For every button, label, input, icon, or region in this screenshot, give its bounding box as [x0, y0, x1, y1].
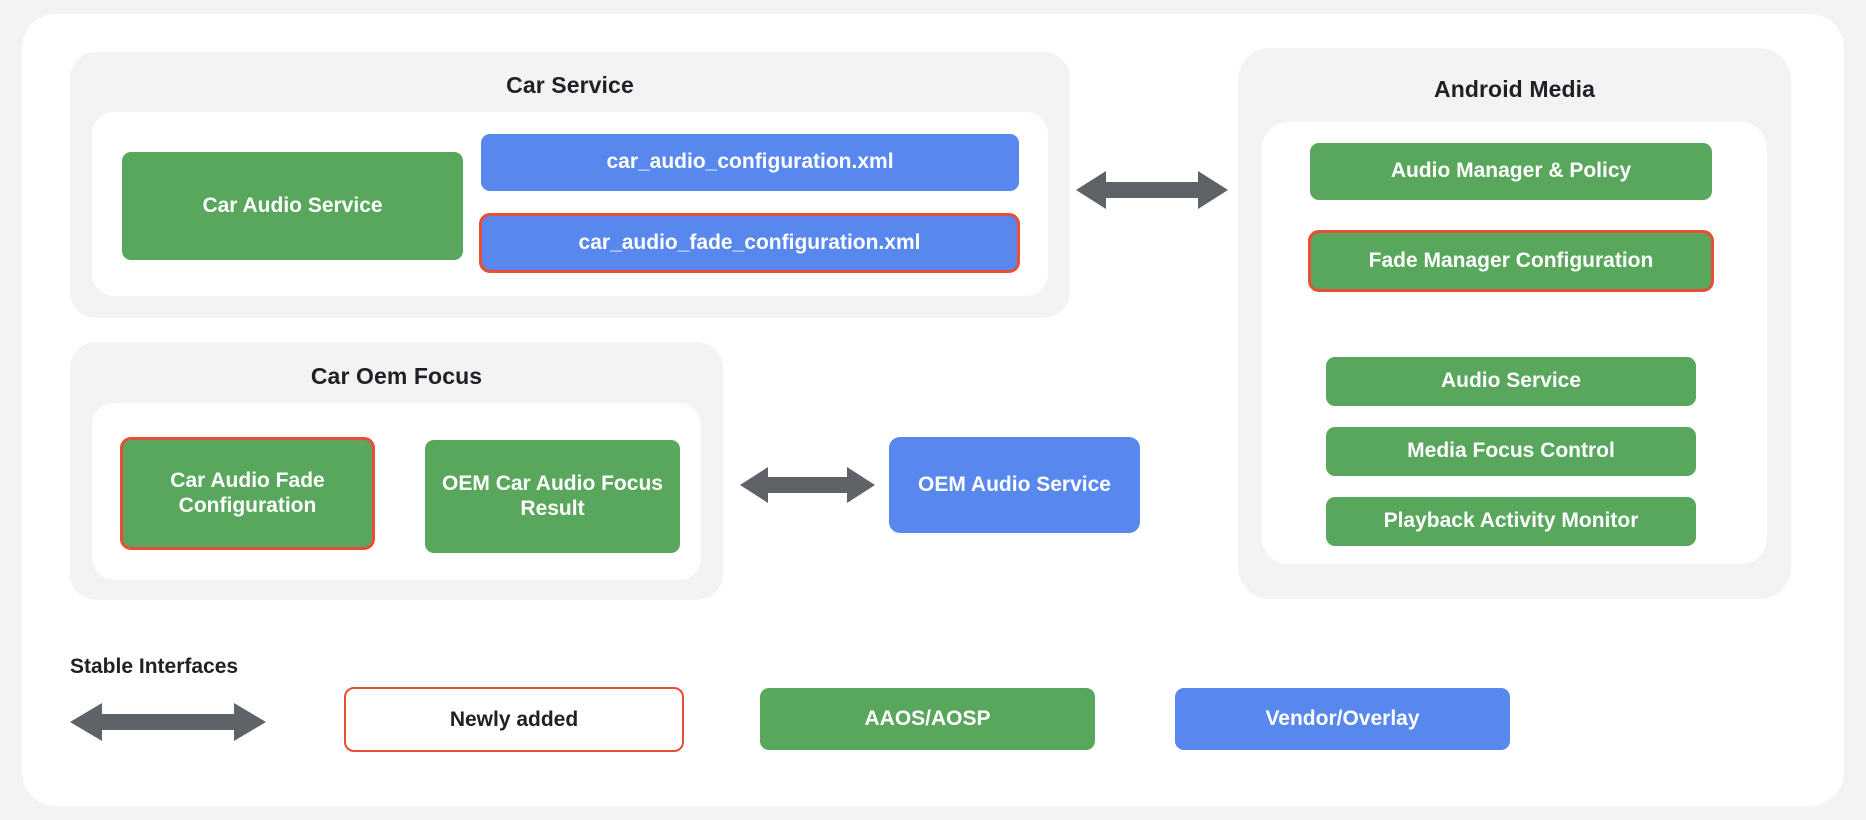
legend-item-newly-added[interactable]: Newly added: [344, 687, 684, 752]
legend-stable-interfaces-arrow-icon: [70, 700, 266, 744]
legend-item-aaos-aosp[interactable]: AAOS/AOSP: [760, 688, 1095, 750]
legend-item-vendor-overlay[interactable]: Vendor/Overlay: [1175, 688, 1510, 750]
node-car-audio-service[interactable]: Car Audio Service: [122, 152, 463, 260]
group-car-service-title: Car Service: [506, 72, 634, 98]
group-car-oem-focus-title: Car Oem Focus: [310, 363, 483, 389]
node-car-audio-configuration-xml[interactable]: car_audio_configuration.xml: [481, 134, 1019, 191]
node-playback-activity-monitor[interactable]: Playback Activity Monitor: [1326, 497, 1696, 546]
node-audio-service[interactable]: Audio Service: [1326, 357, 1696, 406]
node-fade-manager-configuration[interactable]: Fade Manager Configuration: [1308, 230, 1714, 292]
node-car-audio-fade-configuration-xml[interactable]: car_audio_fade_configuration.xml: [479, 213, 1020, 273]
node-oem-car-audio-focus-result[interactable]: OEM Car Audio Focus Result: [425, 440, 680, 553]
connector-car-service-to-android-media: [1076, 168, 1228, 212]
node-oem-audio-service[interactable]: OEM Audio Service: [889, 437, 1140, 533]
group-android-media-title: Android Media: [1433, 76, 1596, 102]
node-media-focus-control[interactable]: Media Focus Control: [1326, 427, 1696, 476]
node-car-audio-fade-configuration[interactable]: Car Audio Fade Configuration: [120, 437, 375, 550]
connector-car-oem-focus-to-oem-audio-service: [740, 464, 875, 506]
legend-stable-interfaces-label: Stable Interfaces: [70, 655, 239, 678]
node-audio-manager-and-policy[interactable]: Audio Manager & Policy: [1310, 143, 1712, 200]
